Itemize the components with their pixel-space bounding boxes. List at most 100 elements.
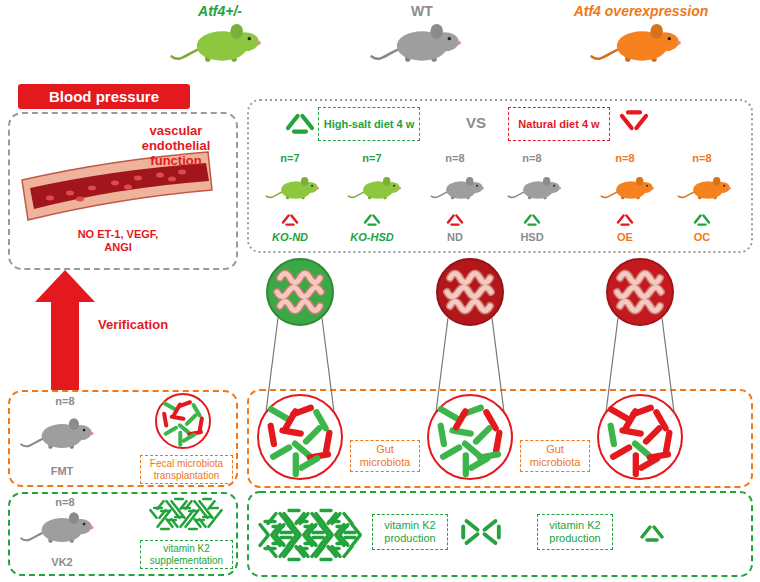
microbiota-box: Gut microbiota — [350, 440, 420, 472]
illustration-part — [200, 418, 202, 430]
illustration-part — [383, 177, 390, 186]
molecule-icon — [525, 216, 539, 225]
panel-text: VK2 — [32, 556, 92, 569]
illustration-part — [651, 187, 653, 189]
illustration-part — [316, 187, 318, 189]
figure-label: HSD — [504, 231, 560, 244]
illustration-part — [592, 49, 619, 59]
illustration-part — [90, 526, 93, 529]
illustration-part — [187, 415, 195, 423]
illustration-part — [448, 37, 451, 40]
illustration-part — [124, 185, 132, 190]
leader-line — [436, 318, 448, 412]
illustration-part — [428, 395, 512, 479]
leader-line — [662, 318, 674, 412]
illustration-part — [301, 458, 317, 467]
mouse-figure — [372, 24, 461, 62]
illustration-part — [267, 259, 333, 325]
molecule-icon — [172, 517, 187, 527]
illustration-part — [723, 185, 725, 187]
illustration-part — [646, 428, 659, 441]
panel-text: NO ET-1, VEGF, ANGI — [68, 228, 168, 253]
mouse-figure — [431, 177, 484, 199]
illustration-part — [277, 274, 321, 311]
illustration-part — [30, 163, 209, 209]
illustration-part — [598, 395, 682, 479]
illustration-part — [443, 448, 459, 457]
figure-label: OE — [597, 231, 653, 244]
illustration-part — [476, 428, 489, 441]
illustration-part — [326, 433, 329, 451]
illustration-part — [607, 259, 673, 325]
illustration-part — [728, 187, 730, 189]
mouse-figure — [348, 177, 401, 199]
illustration-part — [476, 185, 478, 187]
illustration-part — [46, 196, 54, 201]
microbiota-circle — [156, 394, 210, 448]
panel-text: vascular endothelial function — [116, 124, 236, 169]
illustration-part — [248, 37, 251, 40]
microbiota-circle — [598, 395, 682, 479]
illustration-part — [611, 409, 627, 418]
molecule-icon — [151, 508, 166, 518]
diet-box: High-salt diet 4 w — [318, 107, 420, 141]
figure-label: n=8 — [601, 152, 649, 165]
vk2-panel: vitamin K2 supplementationn=8VK2 — [8, 492, 238, 576]
molecule-icon — [186, 519, 201, 529]
illustration-part — [613, 448, 629, 457]
illustration-part — [646, 185, 648, 187]
illustration-part — [636, 177, 643, 186]
vascular-panel: vascular endothelial function NO ET-1, VE… — [8, 112, 238, 270]
illustration-part — [623, 430, 641, 433]
illustration-part — [650, 24, 663, 39]
illustration-part — [293, 455, 299, 473]
microbiota-panel — [248, 390, 752, 487]
diet-box: Natural diet 4 w — [508, 107, 610, 141]
figure-label: KO-HSD — [340, 231, 404, 244]
title-banner: Blood pressure — [18, 84, 190, 109]
leader-line — [492, 318, 504, 412]
figure-label: OC — [674, 231, 730, 244]
illustration-part — [156, 394, 210, 448]
mouse-figure — [21, 512, 93, 543]
figure-label: ND — [427, 231, 483, 244]
molecule-icon — [622, 112, 646, 128]
illustration-part — [286, 411, 295, 427]
panel-text: n=8 — [40, 395, 90, 408]
illustration-part — [447, 274, 491, 311]
molecule-icon — [485, 521, 499, 543]
illustration-part — [134, 176, 142, 181]
leader-line — [606, 318, 618, 412]
illustration-part — [677, 41, 681, 45]
illustration-part — [553, 185, 555, 187]
fmt-panel: Fecal microbiota transplantationn=8FMT — [8, 390, 238, 487]
illustration-part — [178, 170, 186, 175]
mouse-figure — [601, 177, 654, 199]
molecule-icon — [448, 216, 462, 225]
illustration-part — [83, 523, 86, 526]
figure-label: KO-ND — [258, 231, 322, 244]
group-panel — [248, 100, 752, 252]
illustration-part — [111, 181, 119, 186]
illustration-part — [277, 274, 321, 311]
illustration-part — [393, 185, 395, 187]
illustration-part — [617, 274, 661, 311]
illustration-part — [453, 430, 471, 433]
illustration-part — [713, 177, 720, 186]
illustration-part — [156, 173, 164, 178]
panel-text: n=8 — [40, 496, 90, 509]
illustration-part — [164, 403, 174, 409]
intestine-icon — [267, 259, 333, 325]
box-text: Gut microbiota — [525, 443, 585, 468]
illustration-part — [641, 458, 657, 467]
molecule-icon — [158, 519, 173, 529]
illustration-part — [90, 432, 93, 435]
illustration-part — [172, 417, 184, 419]
figure-label: Atf4+/- — [170, 3, 270, 19]
vitamin-panel — [248, 492, 752, 576]
figure-label: Atf4 overexpression — [556, 3, 726, 19]
figure-label: n=8 — [508, 152, 556, 165]
figure-label: n=7 — [266, 152, 314, 165]
mouse-figure — [678, 177, 731, 199]
microbiota-box: Gut microbiota — [520, 440, 590, 472]
